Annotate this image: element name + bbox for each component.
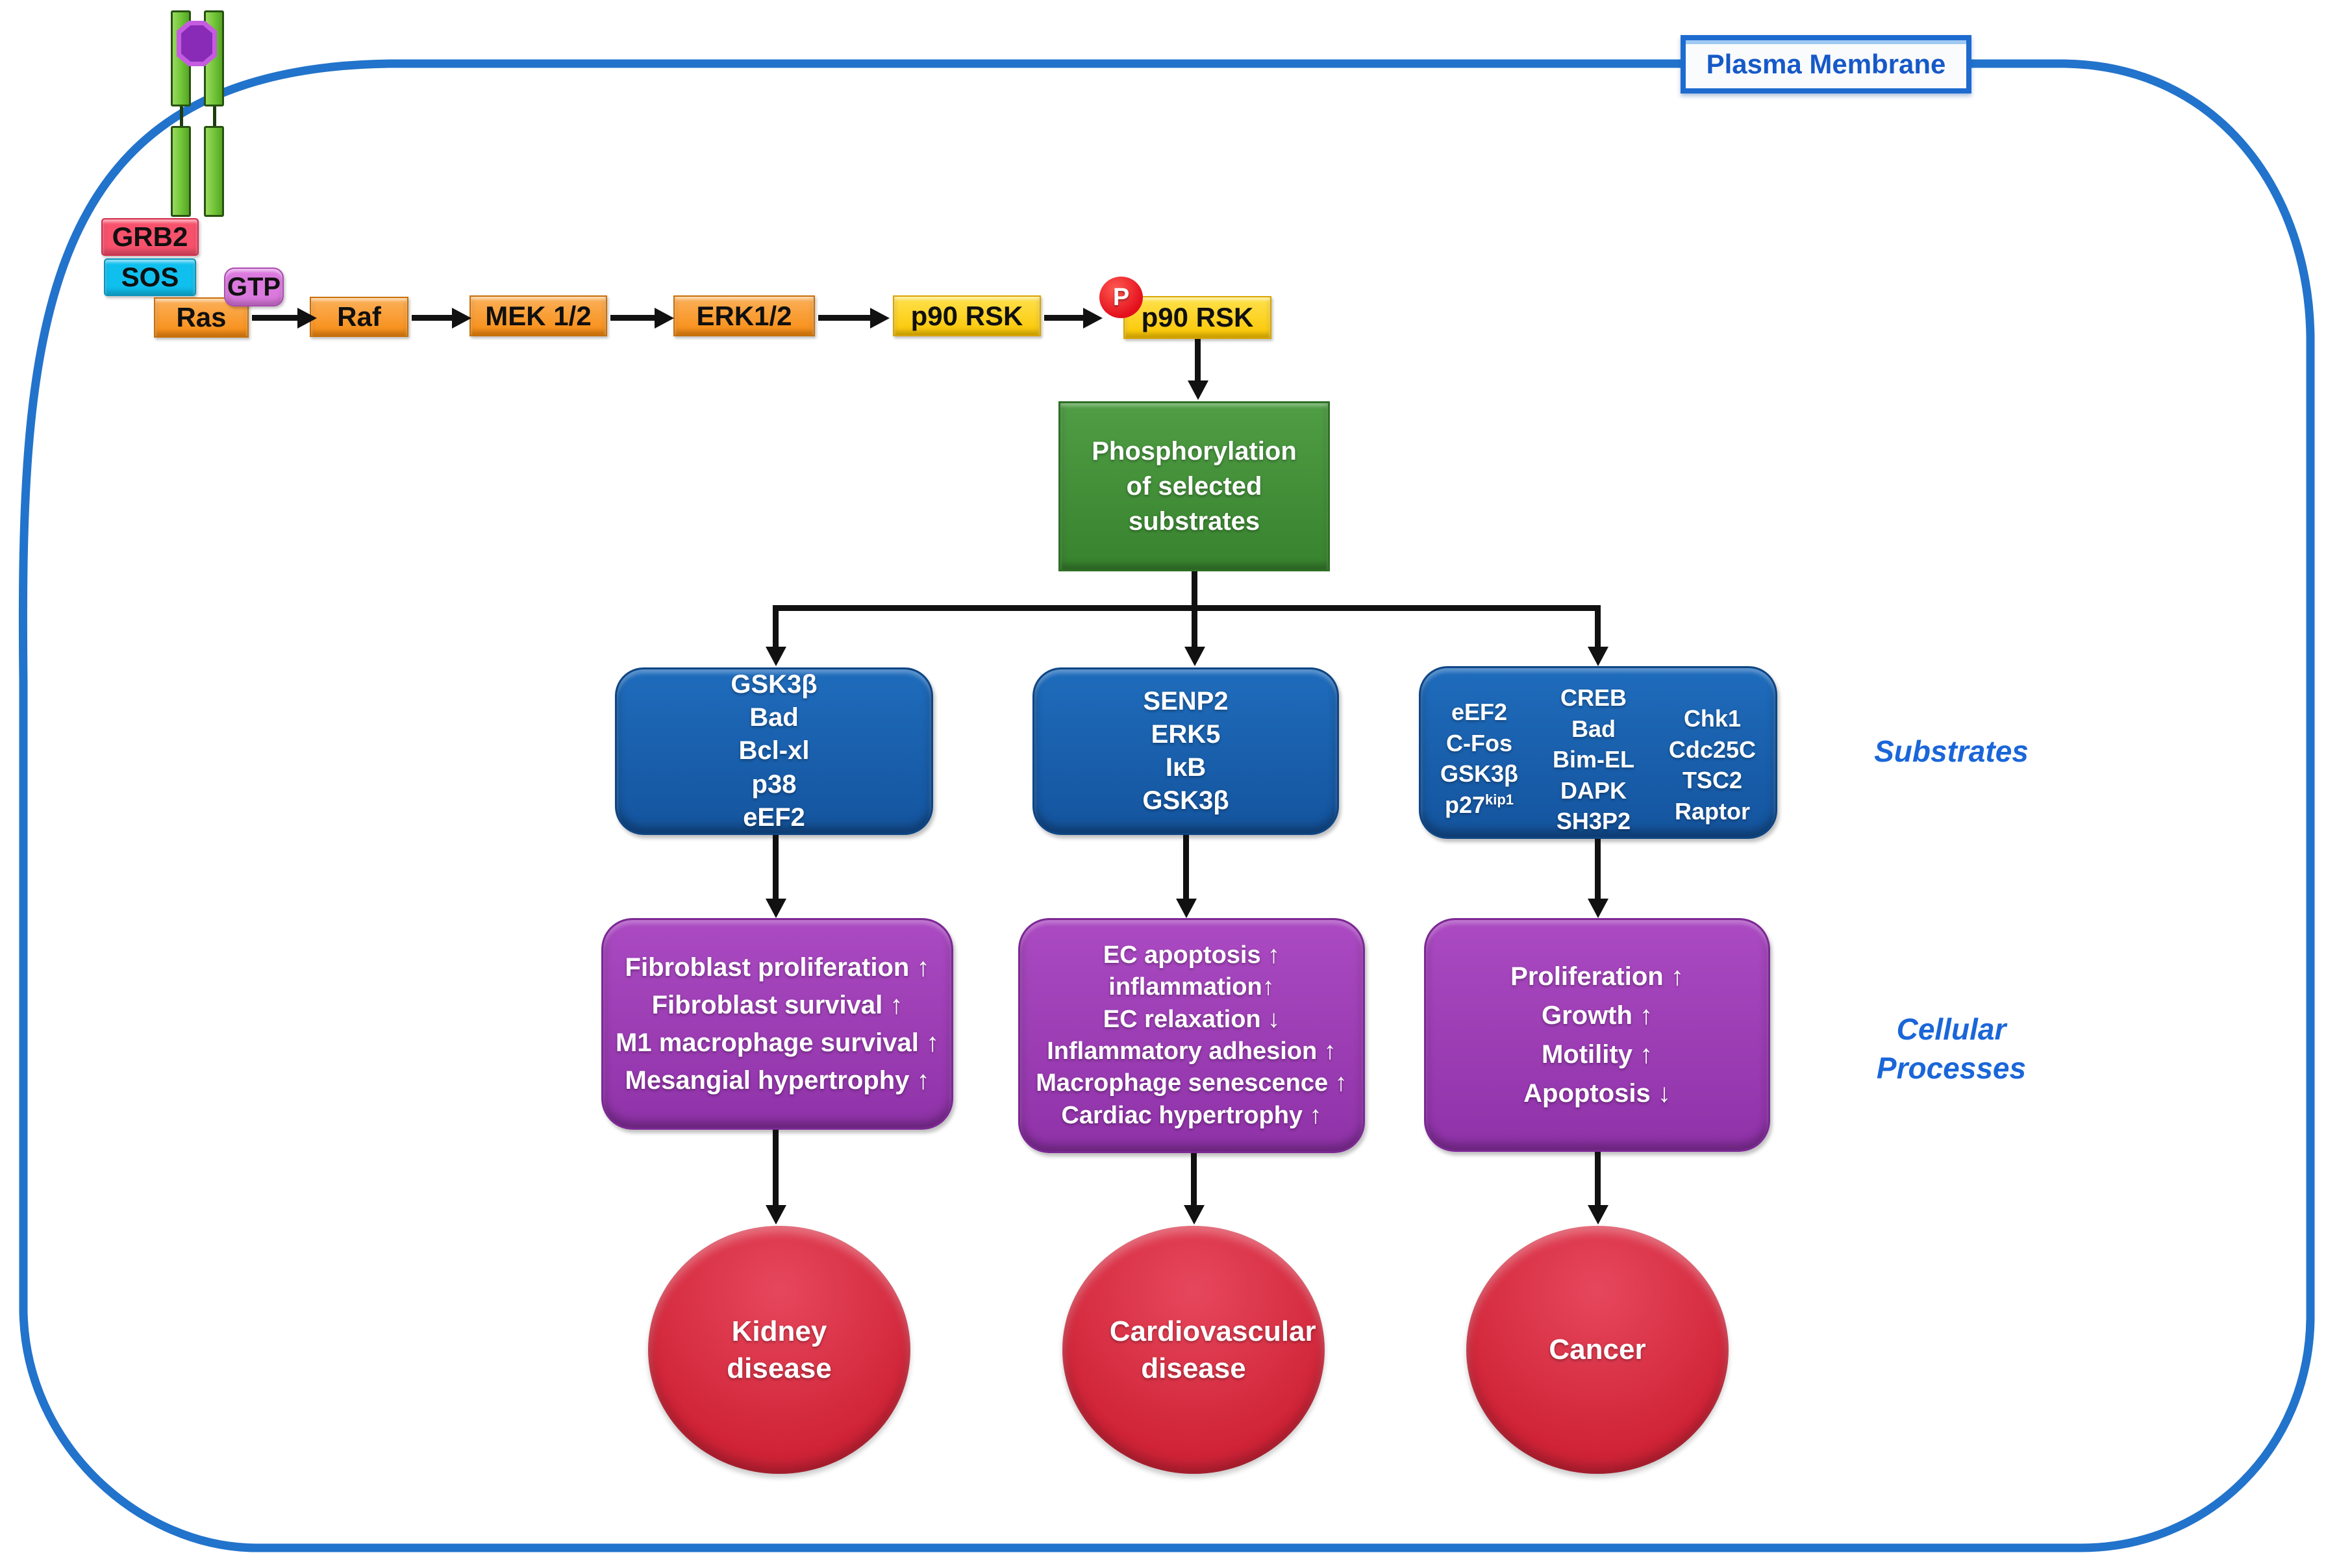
substrates-side-label: Substrates: [1874, 734, 2029, 768]
substrates-box-kidney: GSK3β Bad Bcl-xl p38 eEF2: [615, 667, 933, 835]
arrow-branch-substrates-1: [773, 605, 779, 648]
grb2-box: GRB2: [101, 218, 199, 256]
arrow-substrates-processes-3: [1595, 839, 1601, 900]
substrate-item: eEF2: [1451, 699, 1508, 725]
disease-label: Cardiovascular disease: [1109, 1315, 1316, 1384]
process-item: Inflammatory adhesion ↑: [1047, 1038, 1336, 1065]
substrates-box-cancer: eEF2 C-Fos GSK3β p27kip1 CREB Bad Bim-EL…: [1419, 666, 1777, 839]
gtp-box: GTP: [224, 268, 284, 306]
plasma-membrane-label-box: Plasma Membrane: [1681, 35, 1971, 93]
substrate-item: ERK5: [1151, 719, 1221, 749]
receptor-chain-icon: [204, 126, 224, 217]
phosphorylation-box-line: of selected: [1126, 472, 1262, 501]
p90rsk-box: p90 RSK: [893, 295, 1041, 336]
arrow-processes-disease-3: [1595, 1152, 1601, 1206]
arrow-ras-raf: [252, 315, 299, 321]
p90rsk-phosphorylated-box: p90 RSK: [1123, 296, 1271, 339]
disease-circle-cancer: Cancer: [1466, 1226, 1729, 1474]
substrate-item: Bad: [1571, 715, 1616, 742]
disease-label: Cancer: [1549, 1334, 1646, 1366]
receptor-stem-icon: [180, 106, 183, 126]
raf-box: Raf: [310, 297, 408, 337]
process-item: EC relaxation ↓: [1103, 1005, 1281, 1033]
arrow-processes-disease-1: [773, 1130, 779, 1206]
substrate-column-1: eEF2 C-Fos GSK3β p27kip1: [1440, 697, 1518, 820]
substrate-column-2: CREB Bad Bim-EL DAPK SH3P2: [1553, 682, 1634, 837]
arrow-erk-p90rsk: [818, 315, 871, 321]
process-item: Cardiac hypertrophy ↑: [1061, 1101, 1322, 1129]
disease-circle-cardiovascular: Cardiovascular disease: [1062, 1226, 1325, 1474]
substrate-item: p38: [751, 769, 797, 799]
substrate-item: Bcl-xl: [738, 736, 810, 765]
substrate-item: Bad: [749, 703, 799, 732]
process-item: Proliferation ↑: [1510, 962, 1684, 991]
disease-circle-kidney: Kidney disease: [648, 1226, 910, 1474]
process-item: EC apoptosis ↑: [1103, 941, 1281, 969]
process-item: Mesangial hypertrophy ↑: [625, 1066, 930, 1095]
substrate-item: GSK3β: [1142, 786, 1229, 815]
substrate-item: CREB: [1560, 684, 1627, 711]
processes-box-kidney: Fibroblast proliferation ↑ Fibroblast su…: [601, 918, 953, 1130]
process-item: Fibroblast survival ↑: [651, 991, 903, 1019]
processes-box-cardio: EC apoptosis ↑ inflammation↑ EC relaxati…: [1018, 918, 1365, 1153]
branch-horizontal-line: [774, 605, 1600, 611]
arrow-p90rsk-phospho: [1044, 315, 1084, 321]
p27-base: p27: [1444, 791, 1486, 818]
mek-box: MEK 1/2: [469, 295, 607, 336]
substrate-item: Bim-EL: [1552, 746, 1634, 773]
phosphorylation-box-line: Phosphorylation: [1092, 437, 1297, 466]
p27-superscript: kip1: [1485, 791, 1514, 808]
arrow-raf-mek: [412, 315, 453, 321]
substrate-item: Cdc25C: [1668, 736, 1756, 763]
plasma-membrane-label: Plasma Membrane: [1706, 49, 1946, 79]
substrate-column-3: Chk1 Cdc25C TSC2 Raptor: [1669, 703, 1756, 827]
arrow-substrates-processes-2: [1183, 835, 1189, 900]
arrow-processes-disease-2: [1191, 1153, 1197, 1206]
receptor-chain-icon: [171, 126, 191, 217]
phosphorylation-box-line: substrates: [1128, 507, 1260, 536]
process-item: inflammation↑: [1108, 973, 1275, 1001]
membrane-path: [18, 59, 2315, 1552]
sos-box: SOS: [104, 258, 196, 296]
phosphorylation-box: Phosphorylation of selected substrates: [1058, 401, 1330, 571]
substrate-item: GSK3β: [1440, 760, 1519, 788]
arrow-mek-erk: [610, 315, 656, 321]
receptor-stem-icon: [213, 106, 216, 126]
cellular-processes-side-label: Cellular Processes: [1876, 1012, 2027, 1085]
substrate-item: IκB: [1165, 753, 1207, 782]
arrow-branch-substrates-3: [1595, 605, 1601, 648]
substrate-item: SH3P2: [1556, 808, 1631, 835]
erk-box: ERK1/2: [673, 295, 815, 336]
substrate-item: C-Fos: [1446, 729, 1512, 756]
phospho-p-badge: P: [1099, 277, 1143, 318]
processes-box-cancer: Proliferation ↑ Growth ↑ Motility ↑ Apop…: [1424, 918, 1770, 1152]
arrow-p90rsk-phosphobox: [1195, 339, 1201, 382]
substrate-item: Chk1: [1683, 705, 1741, 732]
process-item: Motility ↑: [1541, 1040, 1653, 1069]
process-item: Apoptosis ↓: [1523, 1079, 1671, 1108]
substrate-item: GSK3β: [731, 670, 818, 699]
arrow-substrates-processes-1: [773, 835, 779, 900]
ligand-icon: [177, 21, 217, 66]
disease-label: Kidney disease: [727, 1315, 832, 1384]
ligand-core-icon: [181, 25, 212, 62]
substrate-item: DAPK: [1560, 777, 1627, 804]
substrate-item: SENP2: [1143, 686, 1229, 716]
process-item: Macrophage senescence ↑: [1036, 1069, 1347, 1097]
substrate-item-p27: p27kip1: [1440, 790, 1518, 821]
process-item: Growth ↑: [1541, 1001, 1653, 1030]
substrate-item: Raptor: [1674, 797, 1750, 825]
process-item: M1 macrophage survival ↑: [616, 1028, 939, 1057]
substrate-item: TSC2: [1682, 767, 1742, 794]
substrates-box-cardio: SENP2 ERK5 IκB GSK3β: [1032, 667, 1339, 835]
arrow-branch-substrates-2: [1192, 605, 1197, 648]
branch-stub-line: [1192, 571, 1197, 608]
substrate-item: eEF2: [743, 803, 805, 832]
process-item: Fibroblast proliferation ↑: [625, 953, 930, 982]
